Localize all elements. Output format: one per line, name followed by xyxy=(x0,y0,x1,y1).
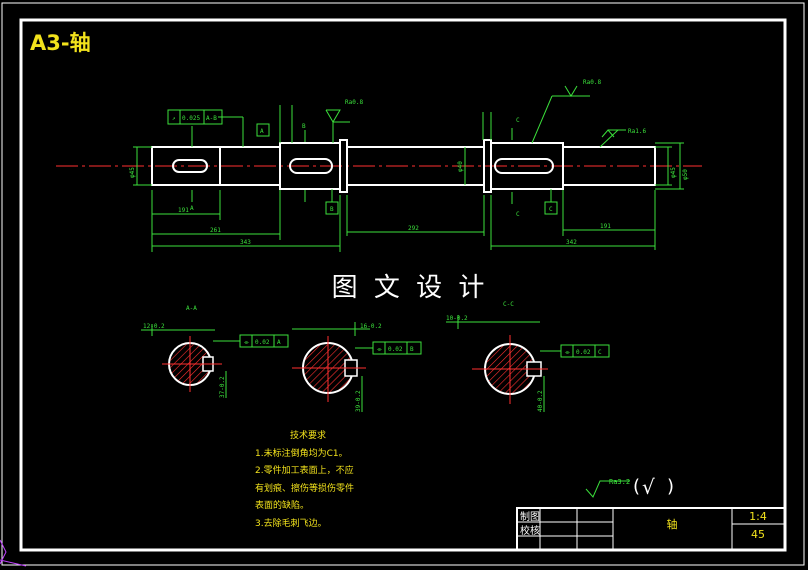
general-roughness-label: Ra3.2 xyxy=(609,478,630,486)
roughness-1: Ra0.8 xyxy=(345,99,363,106)
tol-ref-main: A-B xyxy=(206,115,217,122)
keyway-1 xyxy=(172,159,208,173)
svg-text:↗: ↗ xyxy=(172,115,176,122)
dim-dia-mid: φ40 xyxy=(457,161,464,172)
section-a-tol: 0.02 xyxy=(255,339,270,346)
section-mark-b: B xyxy=(302,123,306,130)
inner-border xyxy=(19,18,787,552)
dim-dia-right-1: φ45 xyxy=(670,167,677,178)
section-c-width: 10-0.2 xyxy=(446,315,468,322)
section-c-depth: 40-0.2 xyxy=(537,390,544,412)
svg-text:): ) xyxy=(667,476,674,497)
section-b-datum: B xyxy=(410,346,414,353)
roughness-3: Ra1.6 xyxy=(628,128,646,135)
title-block-checked-by: 校核 xyxy=(520,524,540,537)
title-block-scale: 1:4 xyxy=(749,510,767,523)
section-mark-c-bottom: C xyxy=(516,211,520,218)
notes-line-2: 2.零件加工表面上，不应 xyxy=(255,464,354,476)
tol-value-main: 0.025 xyxy=(182,115,200,122)
title-block: 制图 校核 轴 1:4 45 xyxy=(516,507,786,551)
title-block-drawn-by: 制图 xyxy=(520,510,540,523)
section-mark-a: A xyxy=(190,205,194,212)
notes-line-1: 1.未标注倒角均为C1。 xyxy=(255,447,348,459)
dim-343: 343 xyxy=(240,239,251,246)
section-b-width: 16-0.2 xyxy=(360,323,382,330)
dim-342: 342 xyxy=(566,239,577,246)
dim-191-right: 191 xyxy=(600,223,611,230)
section-mark-c-top: C xyxy=(516,117,520,124)
ucs-icon xyxy=(0,539,27,567)
keyway-2 xyxy=(289,158,333,174)
title-block-part-name: 轴 xyxy=(667,517,678,531)
dim-dia-left: φ45 xyxy=(129,167,136,178)
notes-line-4: 表面的缺陷。 xyxy=(255,499,309,511)
section-view-a: A-A 12-0.2 ⌯ 0.02 A 37-0.2 xyxy=(141,305,289,398)
technical-notes: 技术要求 1.未标注倒角均为C1。 2.零件加工表面上，不应 有划痕、擦伤等损伤… xyxy=(255,429,354,529)
datum-c-label: C xyxy=(549,206,553,213)
dim-191-left: 191 xyxy=(178,207,189,214)
section-a-depth: 37-0.2 xyxy=(219,376,226,398)
svg-text:(: ( xyxy=(633,476,640,497)
datum-a-label: A xyxy=(260,128,264,135)
dim-dia-right-2: φ50 xyxy=(682,169,689,180)
section-c-tol: 0.02 xyxy=(576,349,591,356)
shaft-main-view: ↗ 0.025 A-B A B C A B C C Ra0.8 Ra0.8 Ra… xyxy=(56,79,702,252)
roughness-2: Ra0.8 xyxy=(583,79,601,86)
section-b-tol: 0.02 xyxy=(388,346,403,353)
sheet-title: A3-轴 xyxy=(30,31,91,55)
section-a-width: 12-0.2 xyxy=(143,323,165,330)
roughness-check-icon: √ xyxy=(642,475,655,499)
section-view-c: C-C 10-0.2 ⌯ 0.02 C 40-0.2 xyxy=(446,301,610,412)
section-a-title: A-A xyxy=(186,305,197,312)
shaft-segment-6 xyxy=(562,146,656,186)
section-c-title: C-C xyxy=(503,301,514,308)
section-a-datum: A xyxy=(277,339,281,346)
notes-line-3: 有划痕、擦伤等损伤零件 xyxy=(255,482,354,494)
svg-text:⌯: ⌯ xyxy=(377,346,382,353)
svg-text:⌯: ⌯ xyxy=(565,349,570,356)
watermark-text: 图 文 设 计 xyxy=(332,273,489,303)
dim-261: 261 xyxy=(210,227,221,234)
datum-b-label: B xyxy=(330,206,334,213)
notes-heading: 技术要求 xyxy=(290,429,326,441)
notes-line-5: 3.去除毛刺飞边。 xyxy=(255,517,327,529)
general-roughness: Ra3.2 ( √ ) xyxy=(585,475,674,499)
section-c-datum: C xyxy=(598,349,602,356)
keyway-3 xyxy=(494,158,554,174)
section-b-depth: 39-0.2 xyxy=(355,390,362,412)
svg-text:⌯: ⌯ xyxy=(244,339,249,346)
dim-292: 292 xyxy=(408,225,419,232)
section-view-b: 16-0.2 ⌯ 0.02 B 39-0.2 xyxy=(292,322,422,412)
title-block-material: 45 xyxy=(751,528,765,541)
